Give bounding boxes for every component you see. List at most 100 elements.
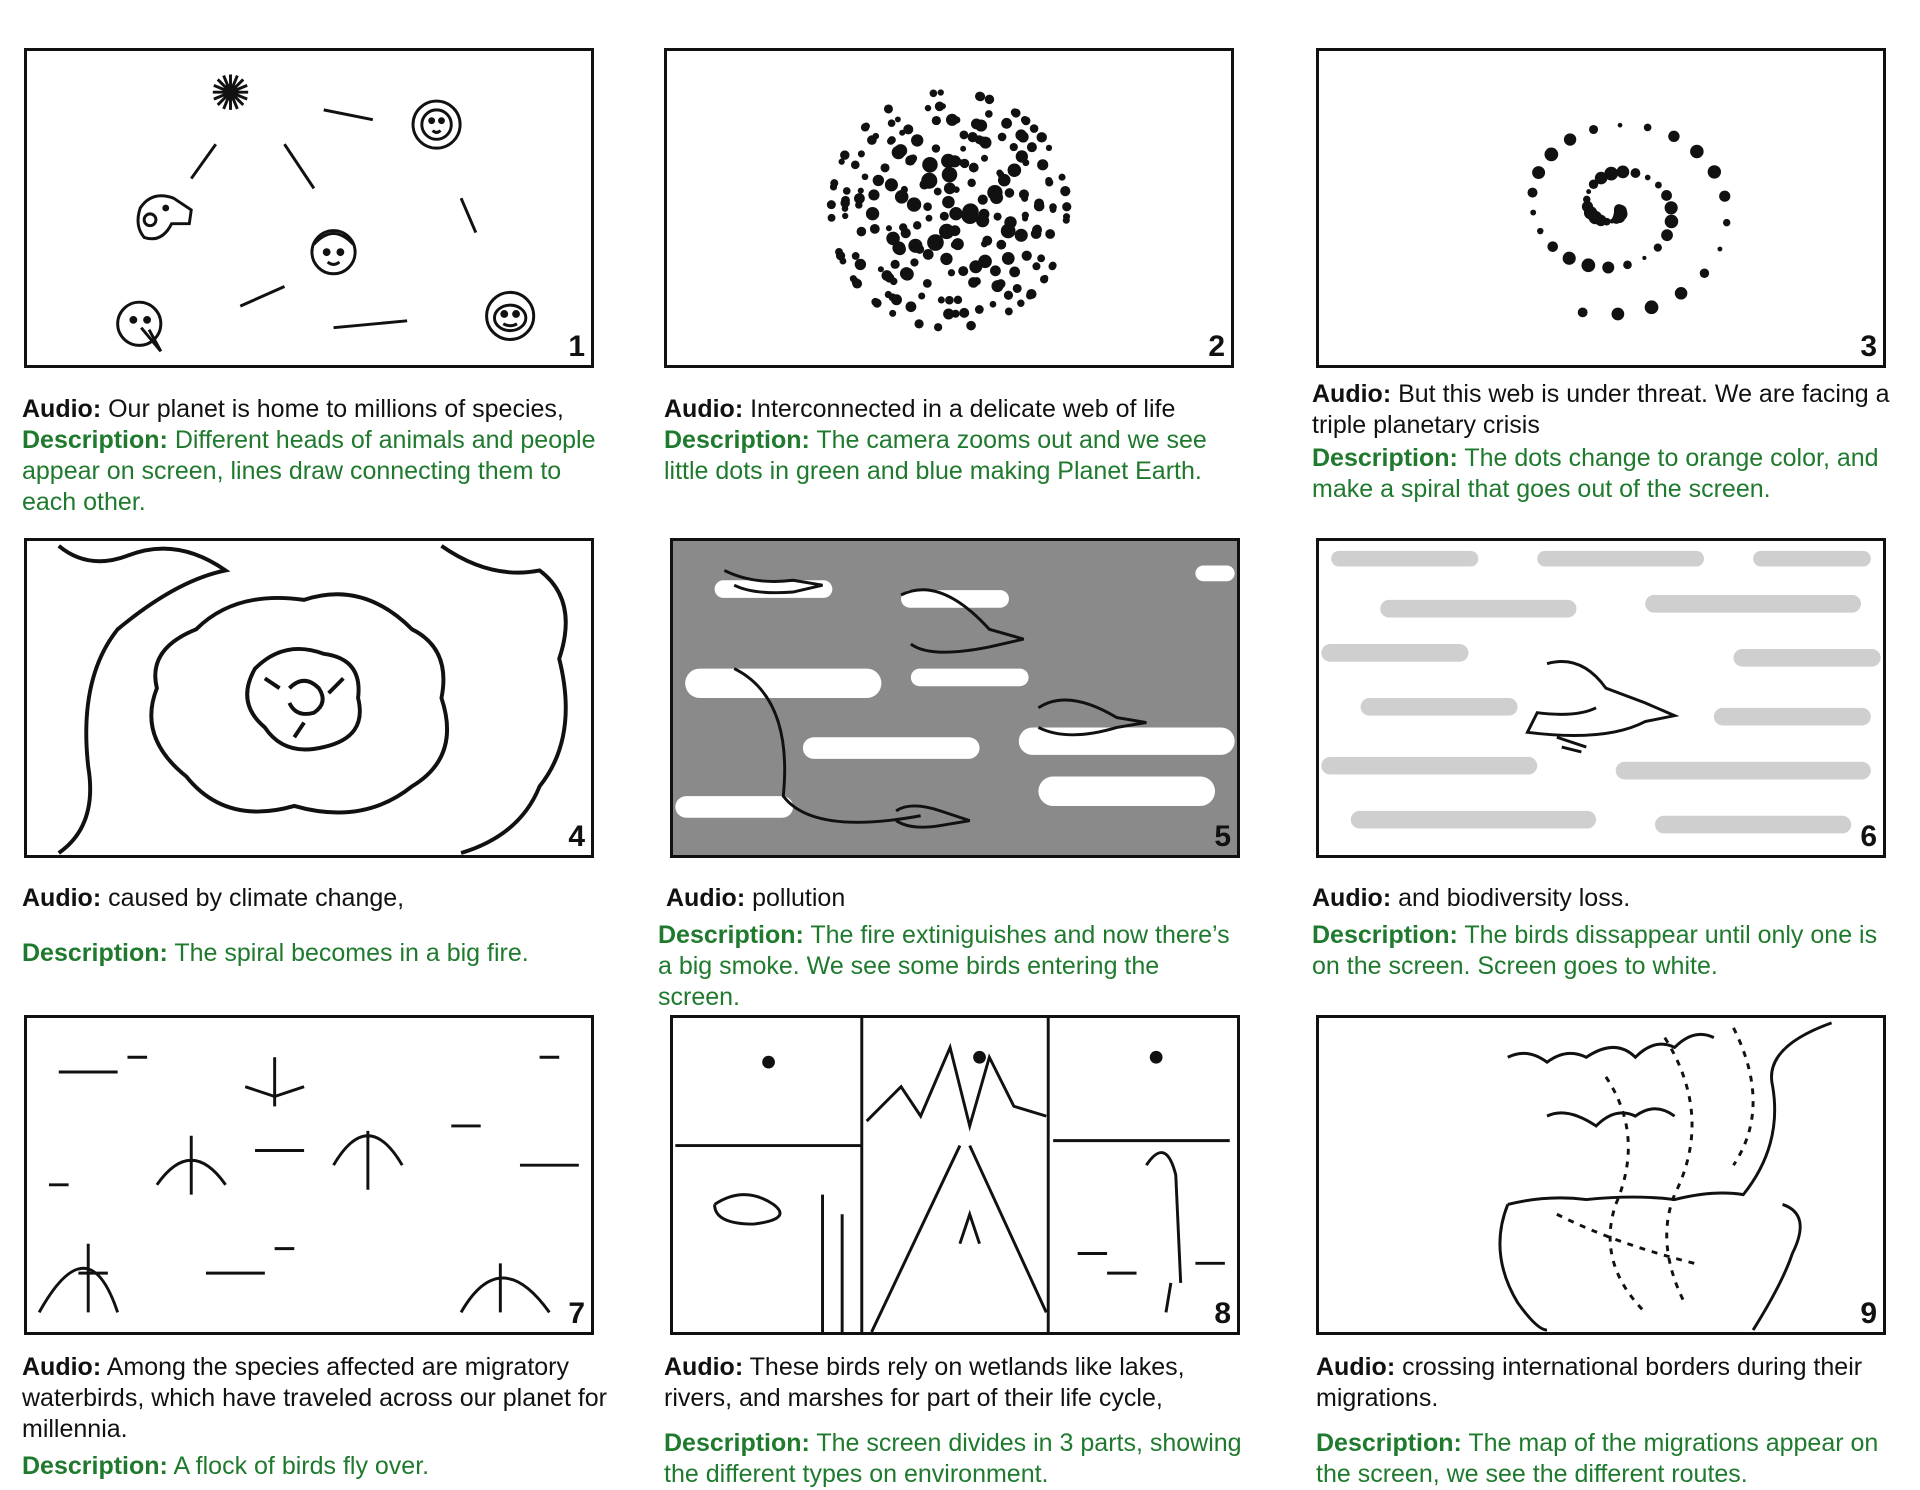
spiral-dot	[1527, 187, 1538, 198]
planet-dot	[940, 103, 946, 110]
planet-dot	[1045, 144, 1053, 151]
spiral-dot	[1602, 261, 1615, 274]
spiral-dot	[1654, 181, 1662, 189]
panel-number: 7	[568, 1297, 585, 1330]
planet-dot	[908, 238, 923, 253]
panel-number: 2	[1208, 330, 1225, 363]
planet-dot	[937, 89, 944, 96]
planet-dot	[953, 295, 963, 305]
planet-dot	[830, 179, 839, 188]
planet-dot	[922, 156, 938, 173]
planet-dot	[888, 293, 897, 302]
planet-dot	[961, 206, 979, 224]
spiral-dot	[1581, 258, 1596, 273]
planet-dot	[1026, 142, 1037, 153]
audio-label: Audio:	[1312, 884, 1392, 912]
audio-text: and biodiversity loss.	[1398, 884, 1631, 912]
planet-dot	[1004, 307, 1013, 316]
planet-dot	[968, 277, 979, 288]
description-label: Description:	[664, 426, 810, 454]
audio-text: crossing international borders during th…	[1316, 1353, 1863, 1412]
caption-8: Audio: These birds rely on wetlands like…	[664, 1352, 1254, 1490]
fire-core	[263, 676, 345, 739]
planet-dot	[949, 207, 963, 221]
planet-dot	[850, 160, 860, 170]
planet-dot	[931, 115, 941, 126]
panel-number: 4	[568, 820, 585, 853]
spiral-dot	[1642, 255, 1647, 261]
spiral-dot	[1581, 201, 1594, 213]
audio-text: Our planet is home to millions of specie…	[108, 395, 564, 423]
caption-9: Audio: crossing international borders du…	[1316, 1352, 1906, 1490]
description-text: The camera zooms out and we see little d…	[664, 426, 1207, 485]
flock-drawing	[37, 1055, 579, 1314]
planet-dot	[860, 123, 870, 132]
storyboard-panel-9: 9	[1316, 1015, 1886, 1335]
planet-dot	[975, 91, 986, 102]
planet-dot	[1001, 117, 1012, 129]
storyboard-panel-7: 7	[24, 1015, 594, 1335]
spiral-dot	[1643, 123, 1652, 132]
description-label: Description:	[1316, 1429, 1462, 1457]
lion-head-icon	[411, 99, 462, 150]
planet-dot	[960, 145, 967, 152]
panel-number: 8	[1214, 1297, 1231, 1330]
planet-dot	[925, 214, 933, 222]
spiral-dot	[1699, 268, 1710, 278]
planet-dot	[914, 319, 924, 329]
planet-dot	[826, 200, 836, 210]
planet-dot	[984, 94, 995, 105]
planet-dot	[1001, 252, 1015, 265]
flower-icon	[212, 74, 249, 110]
spiral-dot	[1577, 307, 1588, 318]
planet-dot	[889, 309, 897, 317]
spiral-dot	[1722, 218, 1731, 227]
planet-dot	[1021, 250, 1032, 261]
planet-dot	[894, 116, 901, 123]
planet-dot	[1010, 108, 1019, 117]
planet-dot	[905, 301, 917, 313]
planet-dot	[899, 223, 908, 232]
planet-dot	[943, 308, 955, 320]
planet-dot	[921, 172, 938, 189]
planet-dot	[1009, 266, 1021, 278]
planet-dot	[872, 132, 880, 140]
description-line: Description: Different heads of animals …	[22, 425, 612, 518]
planet-dot	[941, 166, 958, 183]
single-bird-drawing	[1321, 550, 1881, 834]
description-label: Description:	[658, 921, 804, 949]
planet-dot	[910, 258, 919, 267]
planet-dot	[967, 178, 976, 188]
planet-dot	[1021, 116, 1031, 126]
spiral-dot	[1623, 260, 1632, 270]
bird-head-icon	[116, 300, 163, 353]
description-text: The spiral becomes in a big fire.	[174, 939, 529, 967]
planet-dot	[854, 193, 865, 204]
planet-dot	[890, 259, 900, 269]
planet-dots	[826, 89, 1072, 332]
spiral-dot	[1609, 218, 1615, 224]
cloud	[675, 565, 1235, 818]
audio-line: Audio: These birds rely on wetlands like…	[664, 1352, 1254, 1414]
bird-icon	[1525, 660, 1680, 754]
marsh-scene	[1053, 1139, 1230, 1313]
planet-dot	[1017, 131, 1029, 143]
panel-number: 3	[1860, 330, 1877, 363]
planet-dot	[1033, 200, 1045, 212]
planet-dot	[1030, 228, 1042, 240]
spiral-dot	[1668, 130, 1680, 143]
planet-dot	[933, 187, 942, 196]
planet-dot	[854, 258, 867, 271]
planet-dot	[989, 300, 997, 308]
planet-dot	[880, 163, 890, 173]
planet-dot	[889, 234, 896, 241]
planet-dot	[980, 154, 989, 162]
planet-dot	[968, 162, 979, 173]
planet-dot	[894, 297, 901, 304]
spiral-dot	[1717, 246, 1723, 252]
planet-dot	[881, 270, 893, 281]
audio-label: Audio:	[22, 884, 102, 912]
fire-spiral-drawing	[57, 544, 568, 855]
description-label: Description:	[664, 1429, 810, 1457]
planet-dot	[886, 137, 895, 145]
